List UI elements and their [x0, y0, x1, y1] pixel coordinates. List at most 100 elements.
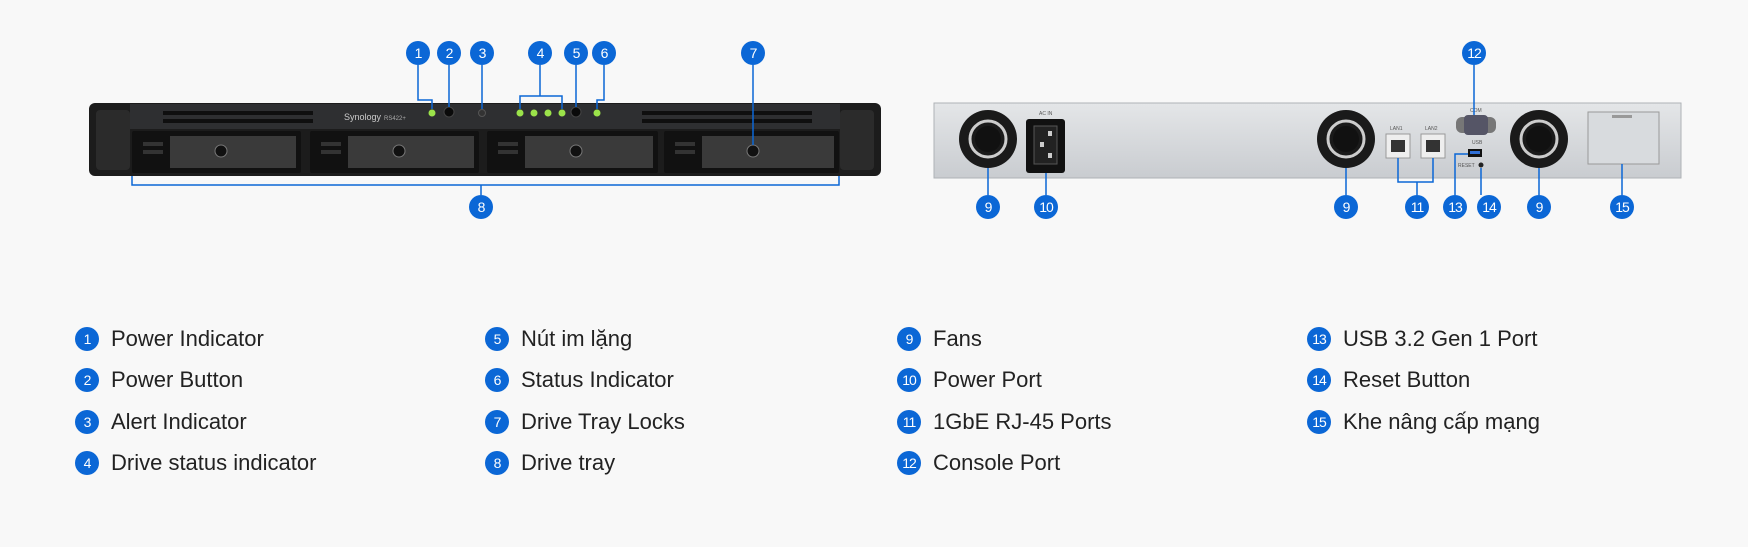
svg-text:AC IN: AC IN: [1039, 111, 1053, 117]
legend-column-3: 9 Fans 10 Power Port 11 1GbE RJ-45 Ports 12…: [897, 318, 1112, 484]
svg-text:LAN2: LAN2: [1425, 126, 1438, 132]
legend-label: Reset Button: [1343, 367, 1471, 393]
legend-number: 11: [897, 409, 921, 434]
legend-label: Drive status indicator: [111, 450, 317, 476]
legend-column-1: 1 Power Indicator 2 Power Button 3 Alert In…: [75, 318, 316, 484]
drive-trays: [132, 131, 839, 173]
front-vents: [163, 111, 812, 123]
drive-tray: [664, 131, 839, 173]
callout-badge-1: 1: [406, 41, 430, 65]
callout-badge-9: 9: [1527, 195, 1551, 219]
console-port: COM: [1456, 108, 1496, 135]
legend-label: Power Port: [933, 367, 1042, 393]
legend-column-4: 13 USB 3.2 Gen 1 Port 14 Reset Button 15 Kh…: [1307, 318, 1540, 443]
back-panel: AC IN LAN1 LAN2 COM USB RESET: [933, 65, 1682, 195]
svg-text:RESET: RESET: [1458, 163, 1475, 169]
legend-item: 11 1GbE RJ-45 Ports: [897, 401, 1112, 443]
back-leader-lines: [987, 65, 1623, 195]
legend-number: 1: [75, 326, 99, 351]
legend-label: Power Indicator: [111, 325, 264, 351]
svg-text:LAN1: LAN1: [1390, 126, 1403, 132]
legend-item: 9 Fans: [897, 318, 1112, 360]
rack-ear-left: [96, 110, 130, 170]
drive-tray: [310, 131, 479, 173]
callout-badge-8: 8: [469, 195, 493, 219]
model-label: RS422+: [384, 116, 406, 122]
legend-label: Drive tray: [521, 450, 616, 476]
fan-icon: [1317, 110, 1375, 168]
legend-label: Fans: [933, 325, 982, 351]
callout-badge-6: 6: [592, 41, 616, 65]
legend-item: 15 Khe nâng cấp mạng: [1307, 401, 1540, 443]
callout-badge-11: 11: [1405, 195, 1429, 219]
legend-label: Power Button: [111, 367, 244, 393]
legend-item: 3 Alert Indicator: [75, 401, 316, 443]
legend-label: Khe nâng cấp mạng: [1343, 408, 1540, 434]
callout-badge-4: 4: [528, 41, 552, 65]
legend-label: Status Indicator: [521, 367, 674, 393]
legend-number: 2: [75, 368, 99, 393]
legend-number: 15: [1307, 409, 1331, 434]
legend-label: USB 3.2 Gen 1 Port: [1343, 325, 1538, 351]
legend-number: 3: [75, 409, 99, 434]
callout-badge-14: 14: [1477, 195, 1501, 219]
callout-badge-2: 2: [437, 41, 461, 65]
callout-badge-3: 3: [470, 41, 494, 65]
brand-logo: Synology: [344, 112, 382, 122]
legend-item: 12 Console Port: [897, 443, 1112, 485]
callout-badge-10: 10: [1034, 195, 1058, 219]
mute-button: [570, 106, 582, 118]
power-button: [443, 106, 455, 118]
front-leader-lines: [131, 65, 840, 195]
tray-lock: [746, 144, 760, 158]
legend-number: 5: [485, 326, 509, 351]
callout-badge-9: 9: [976, 195, 1000, 219]
legend-label: Alert Indicator: [111, 408, 247, 434]
legend-item: 10 Power Port: [897, 360, 1112, 402]
callout-badge-7: 7: [741, 41, 765, 65]
svg-text:COM: COM: [1470, 108, 1482, 114]
tray-lock: [214, 144, 228, 158]
callout-badge-13: 13: [1443, 195, 1467, 219]
legend-number: 14: [1307, 368, 1331, 393]
fan-icon: [959, 110, 1017, 168]
legend-number: 10: [897, 368, 921, 393]
legend-label: 1GbE RJ-45 Ports: [933, 408, 1112, 434]
legend-number: 4: [75, 451, 99, 476]
front-panel: Synology RS422+: [89, 65, 881, 195]
legend-item: 2 Power Button: [75, 360, 316, 402]
rack-ear-right: [840, 110, 874, 170]
legend-number: 13: [1307, 326, 1331, 351]
legend-number: 7: [485, 409, 509, 434]
callout-badge-9: 9: [1334, 195, 1358, 219]
legend-item: 13 USB 3.2 Gen 1 Port: [1307, 318, 1540, 360]
legend-label: Drive Tray Locks: [521, 408, 685, 434]
status-indicator-led: [593, 109, 601, 117]
legend-item: 4 Drive status indicator: [75, 443, 316, 485]
legend-item: 7 Drive Tray Locks: [485, 401, 685, 443]
fan-icon: [1510, 110, 1568, 168]
callout-badge-5: 5: [564, 41, 588, 65]
alert-indicator-led: [478, 109, 486, 117]
legend-number: 12: [897, 451, 921, 476]
legend-number: 9: [897, 326, 921, 351]
tray-lock: [569, 144, 583, 158]
drive-status-leds: [516, 109, 566, 117]
power-indicator-led: [428, 109, 436, 117]
callout-badge-12: 12: [1462, 41, 1486, 65]
drive-tray: [487, 131, 658, 173]
callout-badge-15: 15: [1610, 195, 1634, 219]
legend-label: Console Port: [933, 450, 1061, 476]
usb-port: USB: [1468, 140, 1483, 157]
tray-lock: [392, 144, 406, 158]
legend-item: 14 Reset Button: [1307, 360, 1540, 402]
network-upgrade-slot: [1587, 111, 1660, 165]
legend-number: 6: [485, 368, 509, 393]
power-port: AC IN: [1026, 111, 1065, 173]
svg-text:USB: USB: [1472, 140, 1483, 146]
lan-ports: LAN1 LAN2: [1385, 126, 1446, 159]
